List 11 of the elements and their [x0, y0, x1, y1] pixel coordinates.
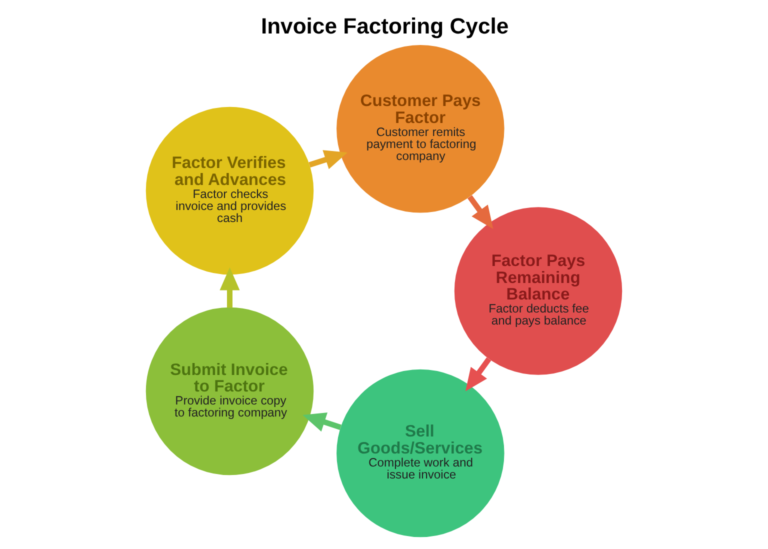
arrow	[467, 195, 494, 230]
arrow	[220, 267, 240, 308]
node-circle: Factor Pays Remaining Balance Factor deducts fee and pays balance	[454, 207, 622, 375]
node-circle: Factor Verifies and Advances Factor checks invoice and provides cash	[146, 106, 314, 275]
node-circle: Sell Goods/Services Complete work and issue invoice	[336, 369, 504, 538]
node-circle: Submit Invoice to Factor Provide invoice copy to factoring company	[146, 307, 314, 476]
diagram-title: Invoice Factoring Cycle	[260, 13, 509, 38]
node-circle: Customer Pays Factor Customer remits payment to factoring company	[336, 44, 504, 213]
arrow	[465, 357, 492, 392]
arrow	[302, 412, 342, 432]
arrow	[308, 150, 348, 170]
